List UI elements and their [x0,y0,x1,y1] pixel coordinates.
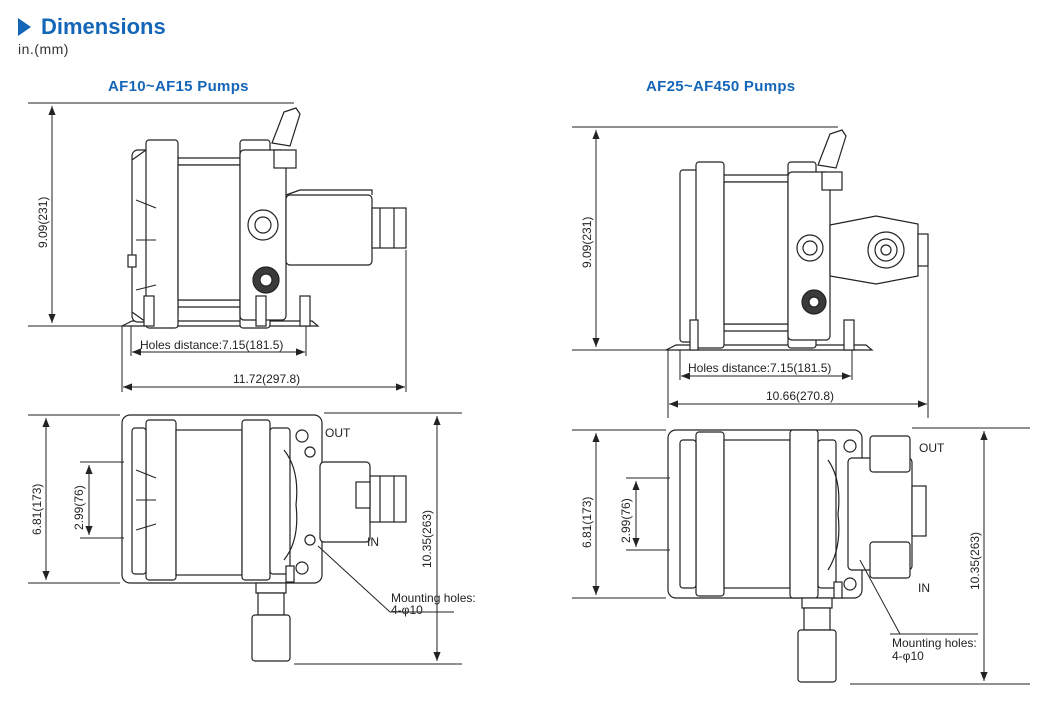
right-pump-title: AF25~AF450 Pumps [646,78,796,95]
right-top-view [667,429,927,683]
left-base-width-label: 6.81(173) [30,484,44,535]
left-port-spacing-label: 2.99(76) [72,485,86,530]
right-mounting-holes-spec: 4-φ10 [892,649,924,663]
title-row: Dimensions [18,14,166,40]
left-mounting-holes-label: Mounting holes: [391,591,476,605]
right-top-dimensions [572,427,1030,685]
right-height-label: 9.09(231) [580,217,594,268]
left-mounting-holes-spec: 4-φ10 [391,603,423,617]
left-in-label: IN [367,535,379,549]
right-side-dimensions [572,126,929,418]
left-pump-title: AF10~AF15 Pumps [108,78,249,95]
right-base-width-label: 6.81(173) [580,497,594,548]
left-out-label: OUT [325,426,351,440]
left-side-dimensions [28,102,407,392]
right-total-length-label: 10.66(270.8) [766,389,834,403]
page-title: Dimensions [41,14,166,39]
right-port-spacing-label: 2.99(76) [619,498,633,543]
left-top-view [121,414,407,662]
right-mounting-holes-label: Mounting holes: [892,636,977,650]
right-side-view [665,129,929,351]
left-total-length-label: 11.72(297.8) [233,372,300,386]
header: Dimensions in.(mm) [18,14,166,57]
right-out-label: OUT [919,441,945,455]
left-holes-distance-label: Holes distance:7.15(181.5) [140,338,283,352]
play-triangle-icon [18,18,31,36]
right-total-height-label: 10.35(263) [968,532,982,590]
left-side-view [121,107,407,329]
right-in-label: IN [918,581,930,595]
left-height-label: 9.09(231) [36,197,50,248]
units-note: in.(mm) [18,41,69,57]
left-total-height-label: 10.35(263) [420,510,434,568]
left-top-dimensions [28,412,462,665]
right-holes-distance-label: Holes distance:7.15(181.5) [688,361,831,375]
